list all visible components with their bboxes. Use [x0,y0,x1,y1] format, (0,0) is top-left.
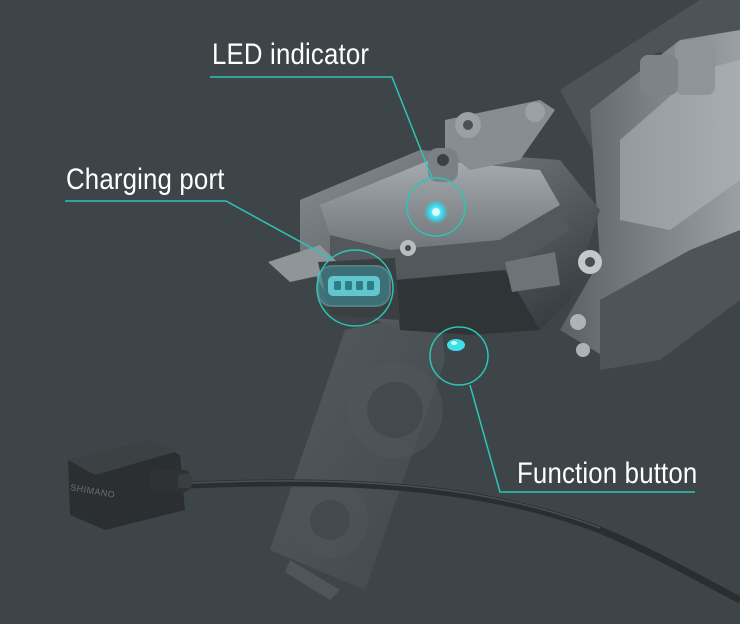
hanger-bracket [560,30,740,370]
charging-port-highlight [317,265,391,307]
charger-plug [68,440,192,530]
derailleur-body [268,100,602,357]
callout-lines [65,76,695,493]
charger-cable [189,479,740,604]
function-button-dot [447,339,465,351]
led-indicator-dot [424,200,448,224]
charging-port-label: Charging port [66,163,225,196]
pulley-cage-ghost [270,310,445,600]
callout-circles [316,177,489,386]
function-button-label: Function button [517,457,698,490]
led-indicator-label: LED indicator [212,38,370,71]
